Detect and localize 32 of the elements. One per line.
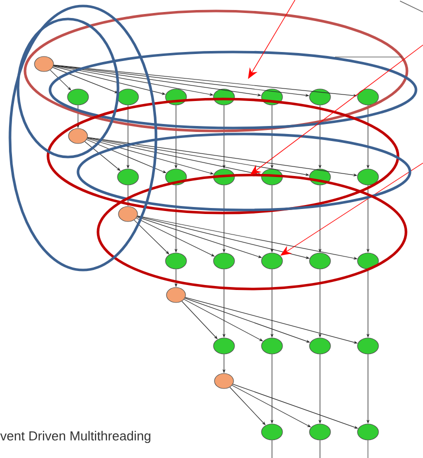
thread-node <box>357 252 379 270</box>
thread-node <box>165 168 187 186</box>
thread-node <box>357 168 379 186</box>
thread-node <box>213 88 235 106</box>
thread-node <box>309 424 331 440</box>
thread-node <box>213 168 235 186</box>
thread-node <box>165 252 187 270</box>
event-node <box>34 56 54 72</box>
thread-node <box>213 252 235 270</box>
thread-node <box>309 338 331 354</box>
caption-text: vent Driven Multithreading <box>0 430 150 444</box>
thread-node <box>357 424 379 440</box>
arrow <box>134 220 170 254</box>
thread-node <box>117 88 139 106</box>
event-node <box>214 373 234 389</box>
thread-node <box>261 168 283 186</box>
thread-node <box>309 252 331 270</box>
event-node <box>118 206 138 222</box>
event-node <box>68 128 88 144</box>
thread-node <box>261 88 283 106</box>
event-node <box>166 287 186 303</box>
thread-node <box>309 168 331 186</box>
thread-node <box>357 338 379 354</box>
thread-node <box>309 88 331 106</box>
thread-node <box>67 88 89 106</box>
thread-node <box>261 424 283 440</box>
thread-node <box>165 88 187 106</box>
thread-node <box>261 252 283 270</box>
thread-node <box>117 168 139 186</box>
thread-node <box>261 338 283 354</box>
thread-node <box>357 88 379 106</box>
thread-node <box>213 338 235 354</box>
